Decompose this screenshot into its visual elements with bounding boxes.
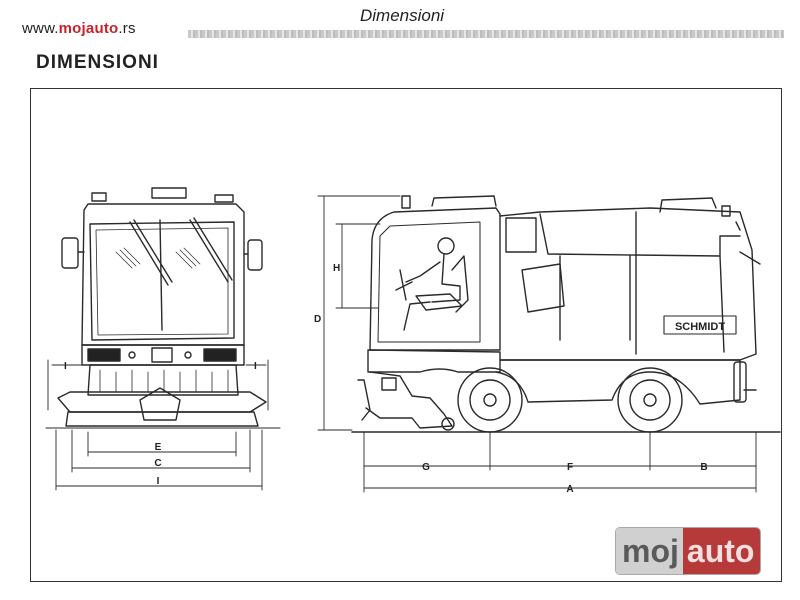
dim-label-a: A — [566, 484, 573, 495]
dim-label-i-bottom: I — [157, 476, 160, 487]
dim-label-e: E — [155, 442, 162, 453]
watermark-part1: moj — [616, 528, 683, 574]
dim-label-g: G — [422, 462, 430, 473]
header-rule — [188, 30, 784, 38]
dim-label-c: C — [154, 458, 161, 469]
watermark-part2: auto — [682, 528, 761, 574]
site-prefix: www. — [22, 20, 59, 37]
dim-label-i-right: I — [254, 361, 257, 372]
drawing-frame — [30, 88, 782, 582]
front-view — [45, 187, 281, 491]
site-suffix: .rs — [118, 20, 136, 37]
dim-label-b: B — [700, 462, 707, 473]
dim-label-d: D — [314, 314, 321, 325]
side-view: SCHMIDT — [317, 195, 781, 493]
page-header-title: Dimensioni — [360, 6, 445, 25]
site-brand: mojauto — [58, 20, 119, 37]
dim-label-f: F — [567, 462, 573, 473]
watermark-logo: moj auto — [616, 528, 761, 574]
dim-label-h: H — [333, 263, 340, 274]
site-url: www.mojauto.rs — [22, 20, 136, 37]
dim-label-i-left: I — [64, 361, 67, 372]
section-title: DIMENSIONI — [36, 52, 159, 73]
brand-plate-text: SCHMIDT — [675, 321, 725, 333]
